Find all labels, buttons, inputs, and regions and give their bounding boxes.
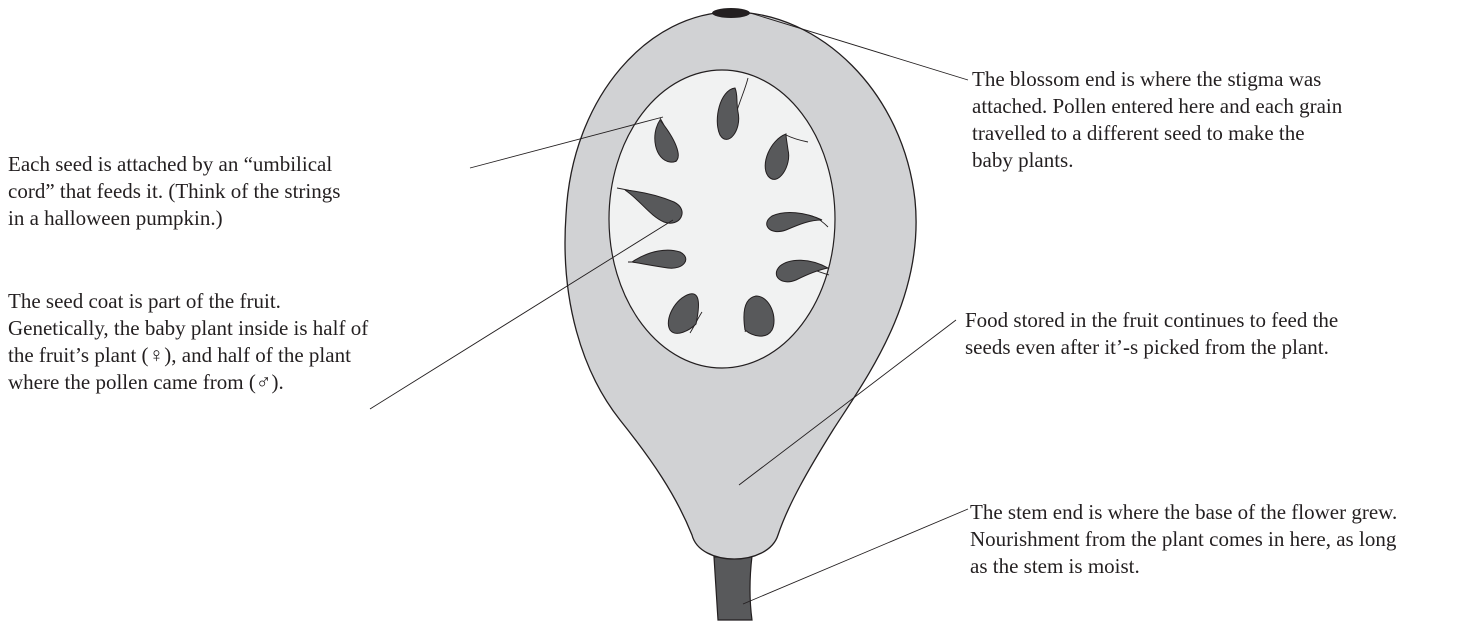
food-stored-label: Food stored in the fruit continues to fe… [965,307,1338,361]
umbilical-cord-label: Each seed is attached by an “umbilical c… [8,151,340,232]
stem [714,556,752,620]
stem-end-label: The stem end is where the base of the fl… [970,499,1397,580]
blossom-end-mark [712,8,750,18]
seed-coat-label: The seed coat is part of the fruit. Gene… [8,288,368,396]
blossom-end-label: The blossom end is where the stigma was … [972,66,1342,174]
